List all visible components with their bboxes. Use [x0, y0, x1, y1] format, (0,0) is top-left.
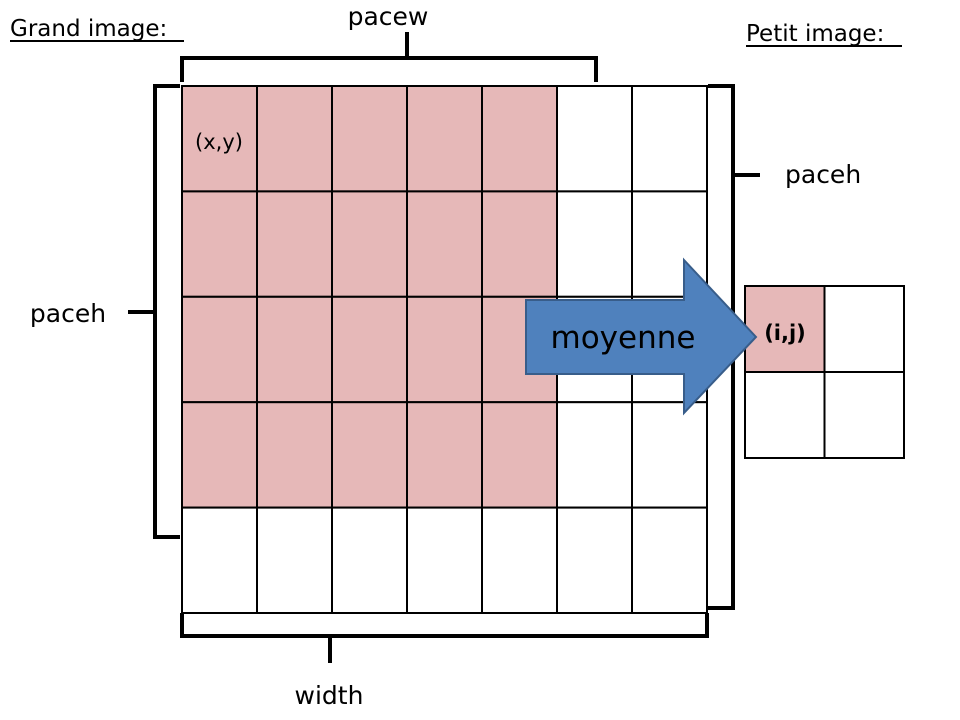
big-grid-cell-highlighted — [256, 190, 333, 298]
big-grid-cell — [556, 190, 633, 298]
pacew-label: pacew — [348, 2, 429, 31]
big-grid-cell-highlighted — [256, 401, 333, 509]
small-image-grid — [744, 285, 905, 459]
small-grid-cell — [823, 285, 905, 373]
big-grid-cell-highlighted — [181, 295, 258, 404]
big-grid-cell-highlighted — [331, 295, 408, 404]
pacew-bracket — [180, 56, 598, 82]
small-image-title: Petit image: — [746, 21, 884, 47]
ij-label: (i,j) — [764, 321, 806, 345]
big-grid-cell — [556, 506, 633, 615]
big-grid-cell-highlighted — [481, 401, 558, 509]
big-grid-cell-highlighted — [181, 401, 258, 509]
big-grid-cell-highlighted — [331, 190, 408, 298]
xy-label: (x,y) — [195, 130, 243, 154]
big-grid-cell-highlighted — [181, 190, 258, 298]
big-grid-cell-highlighted — [481, 85, 558, 193]
big-grid-cell-highlighted — [406, 295, 483, 404]
big-grid-cell — [331, 506, 408, 615]
big-grid-cell-highlighted — [406, 85, 483, 193]
big-grid-cell-highlighted — [331, 85, 408, 193]
big-grid-cell — [556, 85, 633, 193]
big-grid-cell-highlighted — [256, 85, 333, 193]
moyenne-arrow: moyenne — [525, 257, 758, 416]
small-grid-cell — [744, 371, 826, 459]
big-image-title: Grand image: — [10, 16, 167, 42]
big-grid-cell — [481, 506, 558, 615]
width-bracket — [180, 613, 709, 638]
small-grid-cell-highlighted — [744, 285, 826, 373]
big-grid-cell-highlighted — [481, 190, 558, 298]
small-grid-cell — [823, 371, 905, 459]
paceh-left-label: paceh — [30, 299, 106, 328]
big-grid-cell — [406, 506, 483, 615]
arrow-shape — [525, 257, 758, 416]
big-image-grid — [181, 85, 708, 615]
big-grid-cell — [631, 401, 708, 509]
big-grid-cell-highlighted — [406, 190, 483, 298]
paceh-left-bracket — [153, 84, 180, 539]
paceh-right-label: paceh — [785, 160, 861, 189]
big-grid-cell — [631, 506, 708, 615]
big-grid-cell-highlighted — [331, 401, 408, 509]
big-grid-cell — [181, 506, 258, 615]
big-grid-cell-highlighted — [256, 295, 333, 404]
big-grid-cell — [631, 85, 708, 193]
width-label: width — [295, 681, 364, 710]
big-grid-cell — [256, 506, 333, 615]
arrow-label: moyenne — [551, 320, 696, 356]
big-grid-cell-highlighted — [406, 401, 483, 509]
big-grid-cell — [556, 401, 633, 509]
